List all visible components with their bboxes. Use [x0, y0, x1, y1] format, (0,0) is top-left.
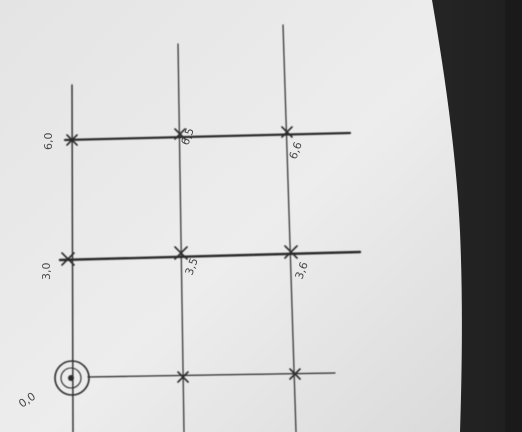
origin-dot	[68, 375, 74, 381]
origin-circle	[54, 360, 90, 396]
label-top-left: 6,0	[42, 133, 55, 151]
origin-circle-inner	[60, 367, 82, 389]
label-mid-left: 3,0	[40, 263, 53, 281]
horizontal-line-middle	[58, 250, 362, 262]
horizontal-line-top	[63, 131, 352, 142]
paper-sheet	[0, 0, 462, 432]
label-mid-mid: 3,5	[183, 256, 201, 277]
vertical-line-middle	[177, 43, 185, 432]
label-top-mid: 6,5	[179, 126, 197, 147]
label-top-right: 6,6	[287, 140, 305, 161]
background-edge	[505, 0, 522, 432]
vertical-line-right	[282, 24, 297, 432]
label-mid-right: 3,6	[293, 260, 311, 281]
intersection-marks	[61, 126, 301, 383]
